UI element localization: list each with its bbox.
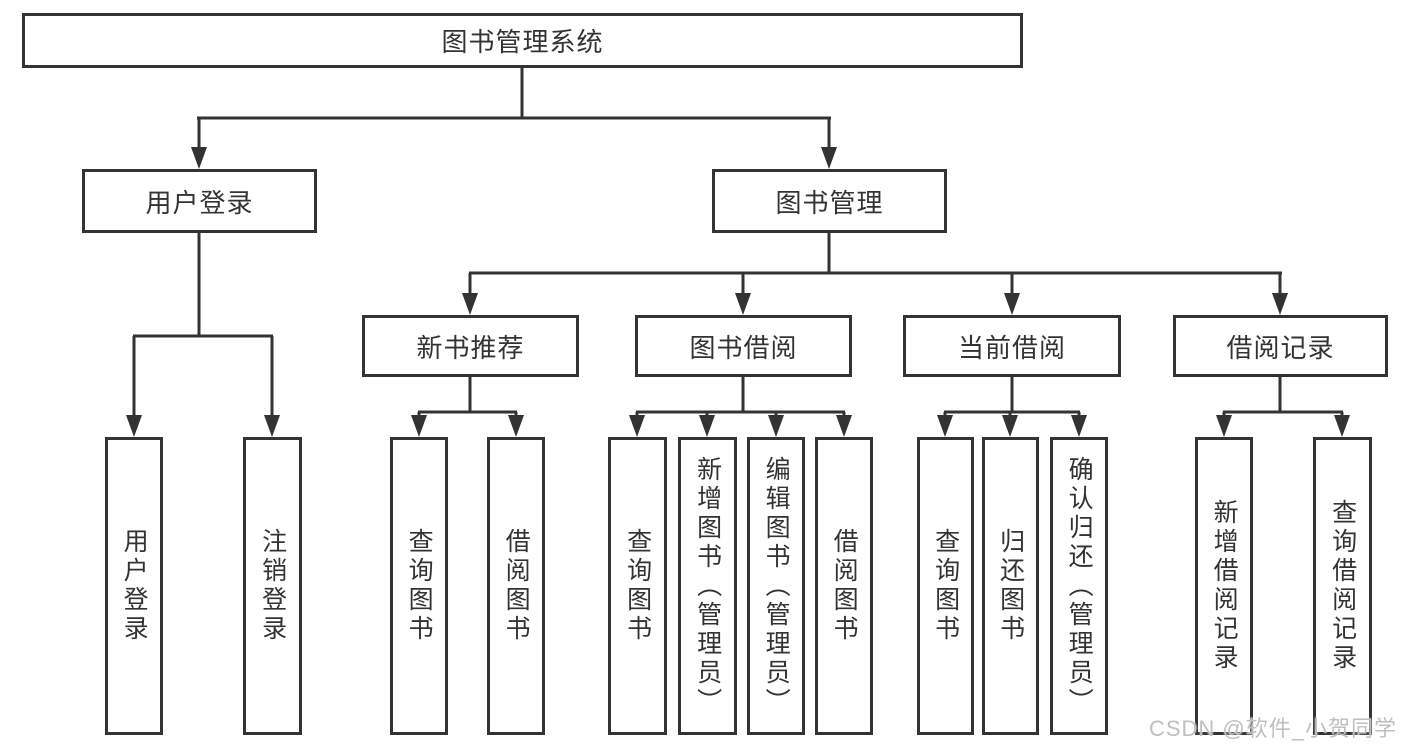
leaf-query-book-current: 查询图书 (917, 437, 974, 735)
leaf-add-book-admin: 新增图书（管理员） (678, 437, 737, 735)
leaf-confirm-return-admin: 确认归还（管理员） (1050, 437, 1108, 735)
arrow-down-icon (1216, 415, 1350, 437)
node-user-login: 用户登录 (82, 169, 317, 233)
leaf-add-borrow-record: 新增借阅记录 (1195, 437, 1253, 735)
connector-book-mgmt-to-level3 (468, 233, 1282, 295)
arrow-down-icon (629, 415, 852, 437)
node-borrow-record: 借阅记录 (1173, 315, 1388, 377)
connector-borrow-record-to-leaves (1222, 377, 1344, 416)
arrow-down-icon (937, 415, 1087, 437)
leaf-logout: 注销登录 (243, 437, 302, 735)
node-current-borrow: 当前借阅 (903, 315, 1121, 377)
node-root-system: 图书管理系统 (22, 13, 1023, 68)
leaf-query-borrow-record: 查询借阅记录 (1313, 437, 1372, 735)
leaf-query-book-borrow: 查询图书 (608, 437, 667, 735)
leaf-edit-book-admin: 编辑图书（管理员） (747, 437, 805, 735)
leaf-query-book-rec: 查询图书 (390, 437, 448, 735)
csdn-watermark: CSDN @软件_小贺同学 (1148, 716, 1397, 741)
arrow-down-icon (191, 147, 837, 169)
arrow-down-icon (411, 415, 524, 437)
leaf-borrow-book: 借阅图书 (815, 437, 873, 735)
leaf-return-book: 归还图书 (982, 437, 1039, 735)
leaf-borrow-book-rec: 借阅图书 (487, 437, 545, 735)
connector-current-borrow-to-leaves (943, 377, 1081, 416)
connector-new-book-rec-to-leaves (417, 377, 518, 416)
connector-user-login-to-leaves (132, 233, 274, 416)
arrow-down-icon (462, 293, 1288, 315)
node-book-borrow: 图书借阅 (635, 315, 852, 377)
node-new-book-recommend: 新书推荐 (362, 315, 579, 377)
arrow-down-icon (126, 415, 280, 437)
node-book-management: 图书管理 (712, 169, 947, 233)
connector-book-borrow-to-leaves (635, 377, 846, 416)
leaf-user-login: 用户登录 (105, 437, 163, 735)
connector-root-to-level2 (197, 68, 831, 149)
